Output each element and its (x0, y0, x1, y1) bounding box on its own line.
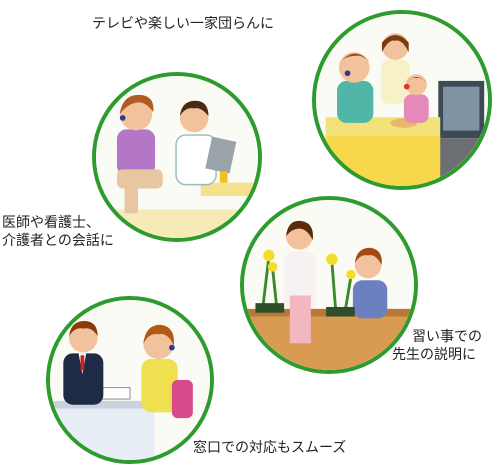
caption-family-tv: テレビや楽しい一家団らんに (92, 16, 274, 32)
caption-lesson-line2: 先生の説明に (392, 347, 476, 363)
counter-service-illustration (46, 296, 214, 464)
caption-lesson-explanation: 習い事での 先生の説明に (392, 328, 482, 364)
family-tv-illustration (312, 10, 492, 190)
lesson-illustration (240, 196, 418, 374)
caption-counter-service: 窓口での対応もスムーズ (193, 440, 347, 456)
caption-doctor-line2: 介護者との会話に (2, 233, 114, 249)
doctor-conversation-illustration (92, 72, 262, 242)
caption-doctor-conversation: 医師や看護士、 介護者との会話に (2, 214, 114, 250)
caption-doctor-line1: 医師や看護士、 (2, 215, 100, 231)
caption-lesson-line1: 習い事での (412, 329, 482, 345)
